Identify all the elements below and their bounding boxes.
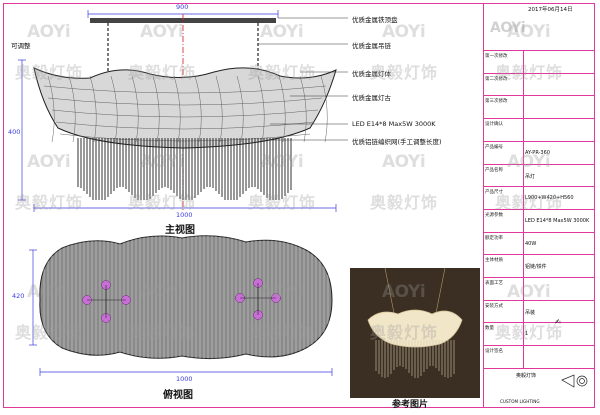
title-row-label: 第一次修改 <box>485 54 508 59</box>
title-row-label: 产品尺寸 <box>485 190 503 196</box>
callout-light-source: LED E14*8 Max5W 3000K <box>352 120 436 128</box>
title-row-label: 产品编号 <box>485 144 503 150</box>
title-logo-brand: AOYi <box>490 20 526 36</box>
title-row-value: 40W <box>525 240 537 247</box>
top-width: 1000 <box>176 375 193 383</box>
designer-signature-mark: ✍ <box>555 318 561 326</box>
title-row-label: 主体材质 <box>485 258 503 264</box>
callout-body: 优质金属灯体 <box>352 70 391 78</box>
front-width-bottom: 1000 <box>176 211 193 219</box>
title-row-value: 铝链/铁件 <box>525 264 547 271</box>
title-row-label: 设计签名 <box>485 349 503 355</box>
title-row-label: 设计确认 <box>485 122 503 128</box>
reference-caption: 参考图片 <box>392 400 429 410</box>
title-row: 额定功率 40W <box>484 231 594 255</box>
title-row: 设计确认 <box>484 118 594 141</box>
title-row: 光源参数 LED E14*8 Max5W 3000K <box>484 208 594 232</box>
title-row: 主体材质铝链/铁件 <box>484 254 594 277</box>
title-row-label: 表面工艺 <box>485 281 503 286</box>
title-column-divider <box>523 50 524 368</box>
title-row: 第三次修改 <box>484 95 594 118</box>
title-date: 2017年06月14日 <box>528 7 573 13</box>
front-width-top: 900 <box>176 3 189 11</box>
adjustable-label: 可调整 <box>11 42 31 50</box>
title-row: 设计签名 <box>484 345 594 368</box>
callout-chain: 优质金属吊链 <box>352 42 391 50</box>
projection-symbol-icon <box>561 374 588 388</box>
title-footer: 奥毅灯饰 CUSTOM LIGHTING <box>484 368 594 406</box>
title-row-value: 1 <box>525 331 529 338</box>
title-row: 产品名称吊灯 <box>484 163 594 187</box>
title-row-label: 第二次修改 <box>485 76 508 82</box>
title-footer-subtitle: CUSTOM LIGHTING <box>500 399 540 404</box>
front-view-drawing <box>18 10 480 398</box>
title-row-label: 产品名称 <box>485 167 503 173</box>
title-row-label: 额定功率 <box>485 235 503 241</box>
title-row-label: 数量 <box>485 326 494 332</box>
front-view-caption: 主视图 <box>165 225 195 236</box>
title-row: 数量 1 <box>484 322 594 345</box>
title-row: 安装方式吊装 <box>484 299 594 323</box>
title-row-label: 光源参数 <box>485 212 503 218</box>
top-height: 420 <box>12 292 25 300</box>
title-row-value: LED E14*8 Max5W 3000K <box>525 217 590 224</box>
title-row: 第二次修改 <box>484 72 594 96</box>
title-logo: AOYi <box>486 6 536 50</box>
callout-lamp-holder: 优质金属灯古 <box>352 94 391 102</box>
drawing-frame <box>3 3 595 408</box>
title-block-divider <box>483 3 484 408</box>
title-row-value: AY-PR-360 <box>525 149 550 156</box>
top-view-caption: 俯视图 <box>163 390 193 401</box>
title-row: 第一次修改 <box>484 50 594 73</box>
title-row: 产品编号 AY-PR-360 <box>484 140 594 164</box>
title-footer-company: 奥毅灯饰 <box>516 373 537 379</box>
callout-chain-mesh: 优质铝链编织网(手工调整长度) <box>352 138 442 146</box>
front-height: 400 <box>8 128 21 136</box>
title-row-label: 安装方式 <box>485 303 503 309</box>
title-row-value: L900+W420+H560 <box>525 195 574 202</box>
title-row-label: 第三次修改 <box>485 99 508 105</box>
callout-ceiling-plate: 优质金属铁顶盘 <box>352 16 398 24</box>
title-row: 表面工艺 <box>484 277 594 300</box>
title-row: 产品尺寸 L900+W420+H560 <box>484 186 594 209</box>
title-row-value: 吊装 <box>525 309 536 316</box>
title-row-value: 吊灯 <box>525 173 536 180</box>
